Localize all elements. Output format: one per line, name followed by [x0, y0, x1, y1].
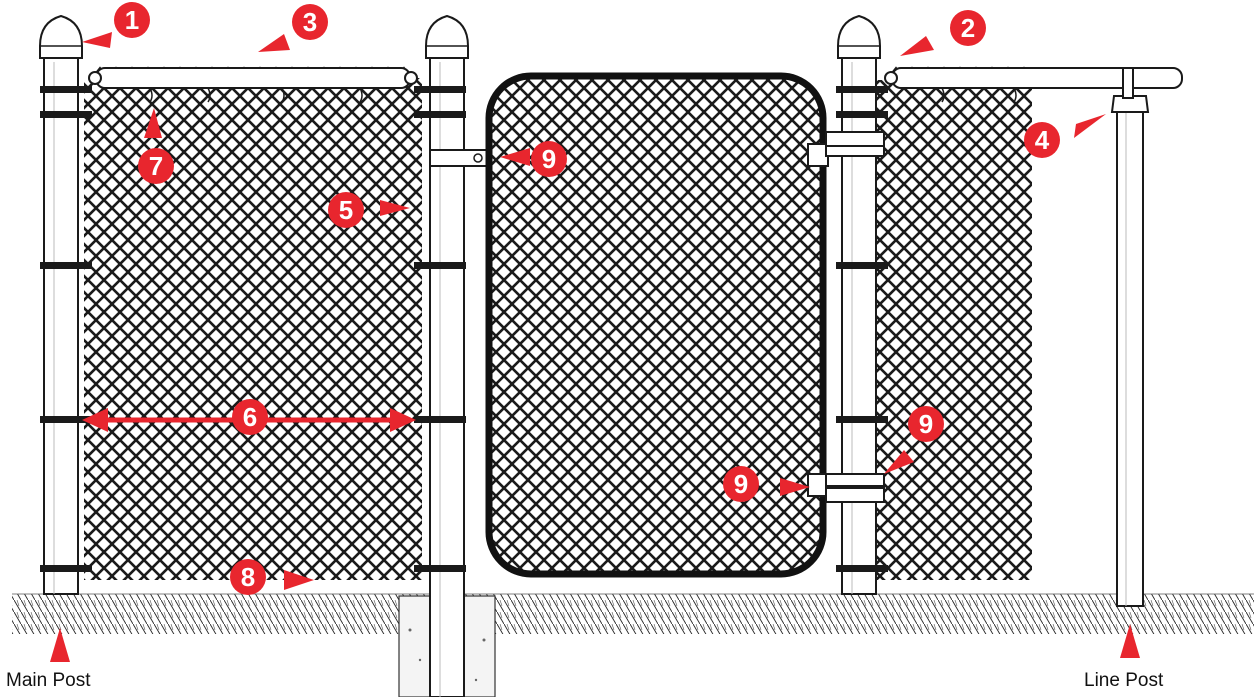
callout-c6: 6 [232, 399, 268, 435]
callout-number: 2 [961, 13, 975, 43]
callout-number: 6 [243, 402, 257, 432]
callout-number: 9 [734, 469, 748, 499]
left-mesh-panel [84, 78, 422, 580]
callout-number: 1 [125, 5, 139, 35]
line-post [1112, 68, 1148, 606]
callout-number: 4 [1035, 125, 1050, 155]
ground [12, 594, 1254, 634]
callout-c4: 4 [1024, 122, 1060, 158]
callout-number: 3 [303, 7, 317, 37]
callout-number: 9 [919, 409, 933, 439]
callout-c9c: 9 [723, 466, 759, 502]
callout-c3: 3 [292, 4, 328, 40]
callout-c9b: 9 [908, 406, 944, 442]
callout-number: 8 [241, 562, 255, 592]
callout-number: 9 [542, 144, 556, 174]
callout-number: 5 [339, 195, 353, 225]
callout-c1: 1 [114, 2, 150, 38]
callout-c7: 7 [138, 148, 174, 184]
callout-c2: 2 [950, 10, 986, 46]
line-post-label: Line Post [1084, 670, 1163, 692]
right-mesh-panel [876, 80, 1032, 580]
callout-c5: 5 [328, 192, 364, 228]
callout-number: 7 [149, 151, 163, 181]
callout-c8: 8 [230, 559, 266, 595]
main-post-label: Main Post [6, 670, 90, 692]
gate-latch [430, 150, 490, 166]
callout-c9a: 9 [531, 141, 567, 177]
